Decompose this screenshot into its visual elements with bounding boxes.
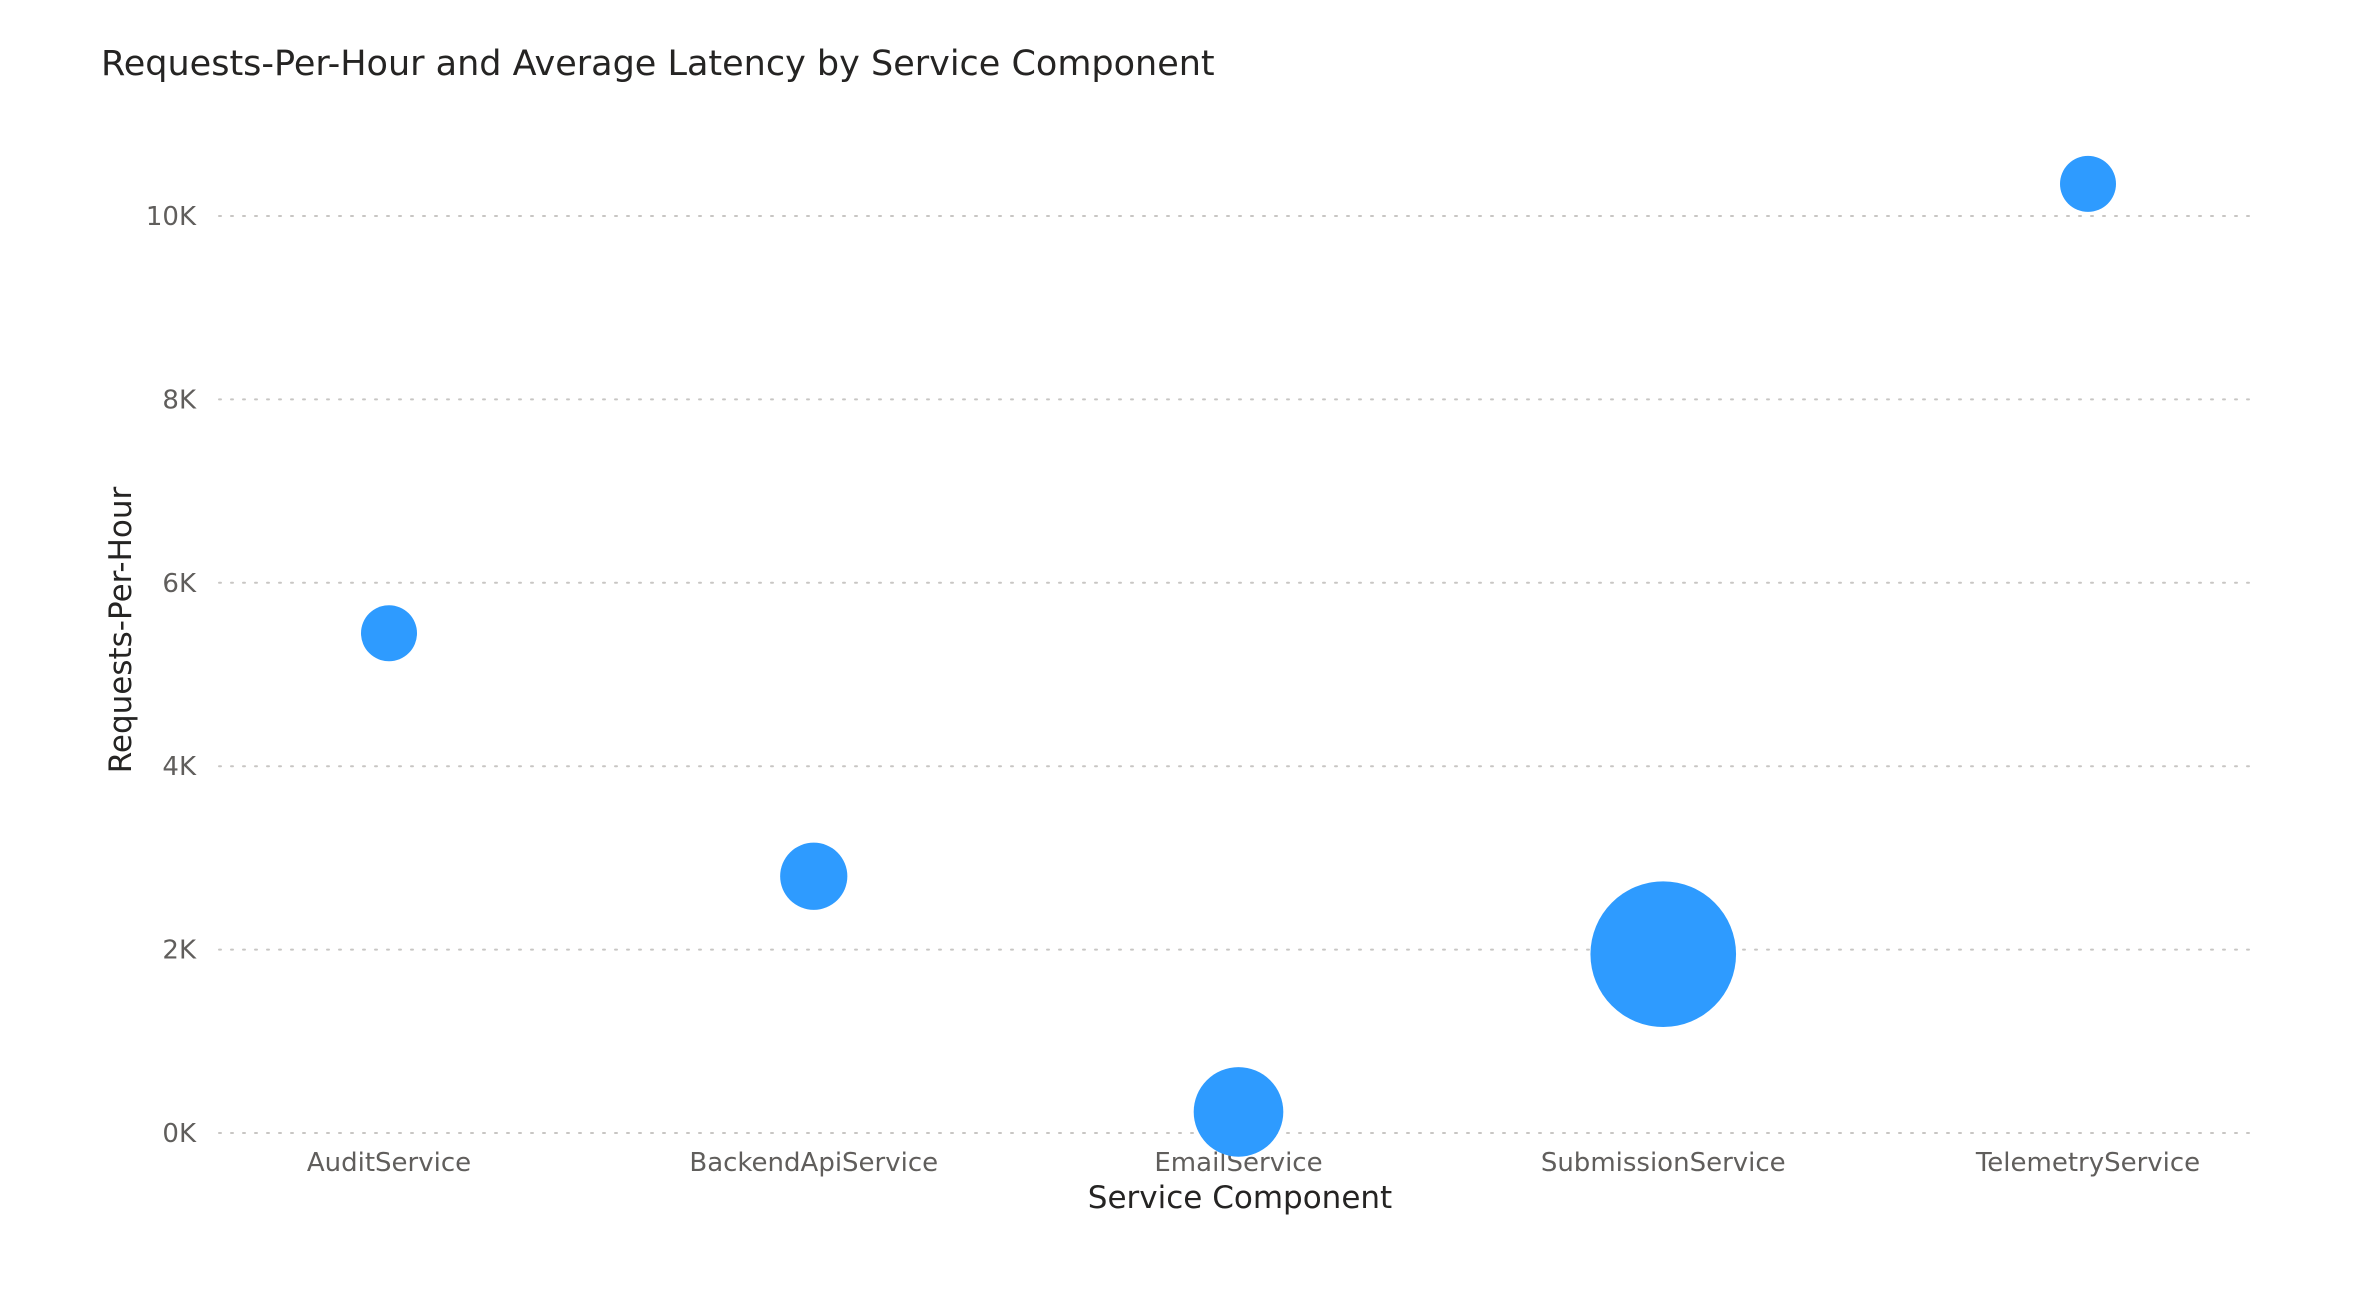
y-axis-ticks: 0K 2K 4K 6K 8K 10K — [146, 202, 197, 1149]
x-axis-title: Service Component — [1088, 1180, 1392, 1216]
y-tick-label: 8K — [162, 385, 197, 415]
x-tick-label: BackendApiService — [689, 1148, 938, 1178]
bubble-telemetryservice[interactable] — [2060, 155, 2116, 212]
bubbles — [361, 155, 2116, 1157]
bubble-auditservice[interactable] — [361, 605, 417, 662]
x-tick-label: AuditService — [307, 1148, 471, 1178]
chart-title: Requests-Per-Hour and Average Latency by… — [101, 44, 1215, 84]
y-tick-label: 6K — [162, 569, 197, 599]
gridlines — [218, 215, 2254, 1134]
bubble-emailservice[interactable] — [1193, 1067, 1284, 1157]
y-axis-title: Requests-Per-Hour — [103, 486, 139, 773]
y-tick-label: 0K — [162, 1119, 197, 1149]
x-tick-label: SubmissionService — [1541, 1148, 1786, 1178]
y-tick-label: 10K — [146, 202, 197, 232]
y-tick-label: 2K — [162, 936, 197, 966]
y-tick-label: 4K — [162, 752, 197, 782]
bubble-submissionservice[interactable] — [1590, 881, 1737, 1027]
x-tick-label: TelemetryService — [1975, 1148, 2200, 1178]
bubble-backendapiservice[interactable] — [780, 842, 848, 910]
